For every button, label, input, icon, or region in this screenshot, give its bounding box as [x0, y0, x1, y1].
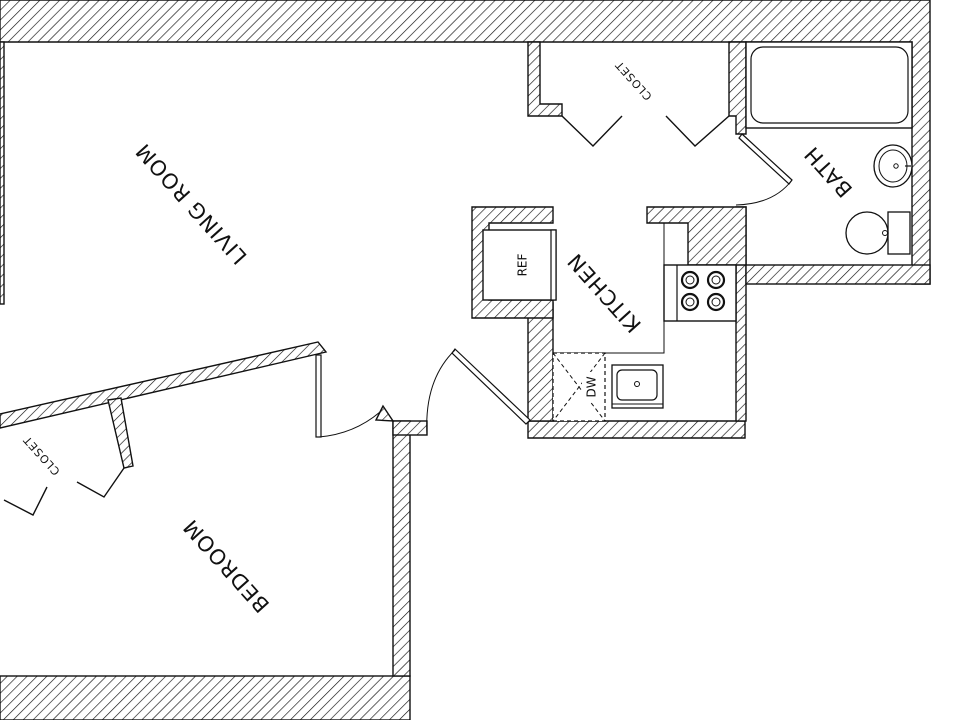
left-exterior-wall [0, 41, 5, 305]
bedroom-closet-label: CLOSET [20, 433, 62, 478]
bath-label: BATH [799, 141, 857, 201]
bedroom-label: BEDROOM [178, 514, 274, 617]
bedroom-right-wall [392, 420, 411, 677]
kitchen-sink [611, 364, 664, 409]
stove-burners [680, 270, 726, 312]
walls [0, 0, 931, 720]
entry-door [426, 348, 531, 436]
kitchen-left-wall [527, 302, 554, 422]
bath-bottom-wall [745, 264, 931, 285]
toilet [845, 211, 911, 255]
bottom-exterior-wall [0, 675, 411, 720]
bath-door [735, 133, 793, 206]
refrigerator-label: REF [516, 253, 530, 276]
top-closet-doors [561, 115, 730, 147]
dishwasher-label: DW [585, 376, 599, 397]
kitchen-bath-wall [646, 206, 747, 266]
refrigerator: REF [482, 229, 557, 301]
kitchen-label: KITCHEN [563, 248, 646, 337]
bedroom-closet-doors [3, 467, 125, 516]
bedroom-door [315, 354, 381, 438]
top-closet-label: CLOSET [612, 58, 654, 103]
stove [663, 264, 737, 322]
bathtub [745, 41, 913, 129]
top-closet-right-wall [728, 41, 747, 135]
closet-partition-wall [107, 397, 134, 469]
bath-sink [873, 144, 913, 188]
living-room-label: LIVING ROOM [131, 138, 252, 268]
kitchen-bottom-wall [527, 420, 746, 439]
top-closet-left-wall [527, 41, 563, 117]
bedroom-top-wall [0, 341, 328, 429]
dishwasher: DW [552, 352, 606, 422]
door-wall-stub [392, 420, 428, 436]
doors [3, 115, 793, 516]
